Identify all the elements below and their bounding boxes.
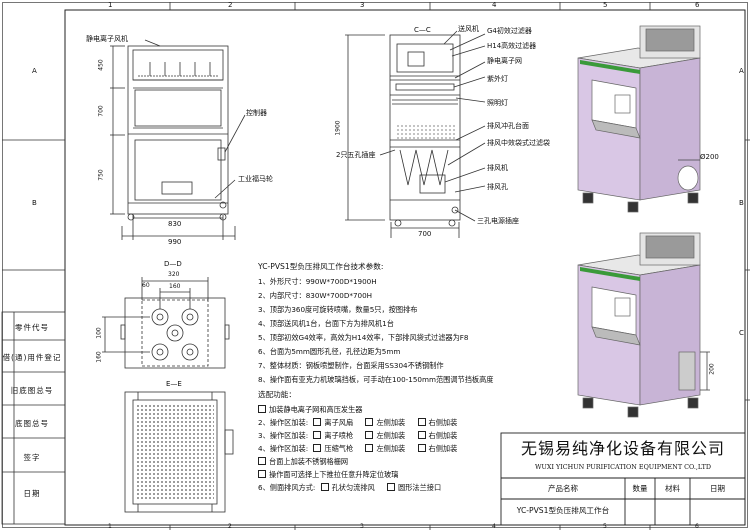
dim-700-side: 700 bbox=[418, 230, 432, 238]
grid-col-bottom-1: 1 bbox=[108, 523, 112, 530]
section-c-c: C—C bbox=[414, 26, 431, 34]
checkbox-icon[interactable] bbox=[320, 483, 329, 491]
header-date: 日期 bbox=[710, 484, 725, 493]
dim-diameter-200: Ø200 bbox=[700, 153, 719, 161]
checkbox-icon[interactable] bbox=[417, 418, 426, 426]
dim-60: 60 bbox=[142, 282, 150, 289]
options-title: 选配功能： bbox=[258, 390, 296, 399]
label-casters: 工业福马轮 bbox=[238, 175, 273, 183]
sidebar-date: 日期 bbox=[23, 489, 41, 498]
dim-750: 750 bbox=[97, 169, 105, 181]
grid-row-c: C bbox=[739, 329, 744, 337]
label-power-socket: 三孔电源插座 bbox=[477, 217, 519, 225]
grid-col-1: 1 bbox=[108, 1, 113, 9]
label-ion-mesh: 静电离子网 bbox=[487, 57, 522, 65]
section-e-e: E—E bbox=[166, 380, 182, 388]
checkbox-icon[interactable] bbox=[313, 444, 322, 452]
dim-1900: 1900 bbox=[334, 120, 342, 136]
dim-200-flange: 200 bbox=[708, 363, 716, 375]
grid-col-bottom-5: 5 bbox=[603, 523, 607, 530]
label-exhaust-fan: 排风机 bbox=[487, 164, 508, 172]
checkbox-icon[interactable] bbox=[258, 405, 266, 413]
label-supply-fan: 送风机 bbox=[458, 25, 479, 33]
grid-col-3: 3 bbox=[360, 1, 365, 9]
dim-830: 830 bbox=[168, 220, 182, 228]
spec-line-2: 2、内部尺寸：830W*700D*700H bbox=[258, 291, 373, 300]
grid-col-bottom-6: 6 bbox=[695, 523, 699, 530]
option-row-7: 6、侧面排风方式: 孔状匀流排风 圆形法兰接口 bbox=[258, 483, 442, 492]
option-row-3: 3、操作区加装: 离子喷枪 左侧加装 右侧加装 bbox=[258, 431, 458, 440]
grid-col-5: 5 bbox=[603, 1, 608, 9]
grid-col-bottom-3: 3 bbox=[360, 523, 364, 530]
checkbox-icon[interactable] bbox=[313, 418, 322, 426]
label-electrostatic-fan: 静电离子风机 bbox=[86, 35, 128, 43]
grid-col-bottom-4: 4 bbox=[492, 523, 496, 530]
label-g4-filter: G4初效过滤器 bbox=[487, 27, 532, 35]
label-uv-lamp: 紫外灯 bbox=[487, 75, 508, 83]
checkbox-icon[interactable] bbox=[365, 444, 374, 452]
company-name-en: WUXI YICHUN PURIFICATION EQUIPMENT CO.,L… bbox=[534, 463, 712, 471]
option-row-1: 加装静电离子网和高压发生器 bbox=[258, 405, 362, 413]
label-sockets: 2只五孔插座 bbox=[336, 151, 376, 159]
checkbox-icon[interactable] bbox=[365, 431, 374, 439]
sidebar-part-code: 零件代号 bbox=[15, 323, 49, 332]
checkbox-icon[interactable] bbox=[258, 457, 266, 465]
checkbox-icon[interactable] bbox=[258, 470, 266, 478]
label-lighting: 照明灯 bbox=[487, 99, 508, 107]
checkbox-icon[interactable] bbox=[417, 431, 426, 439]
option-row-5: 台面上加装不锈钢格栅网 bbox=[258, 457, 348, 465]
checkbox-icon[interactable] bbox=[313, 431, 322, 439]
sidebar-drawing-no: 底图总号 bbox=[15, 419, 49, 428]
checkbox-icon[interactable] bbox=[387, 483, 396, 491]
dim-160-top: 160 bbox=[169, 283, 181, 290]
product-name: YC-PVS1型负压排风工作台 bbox=[516, 506, 610, 515]
grid-col-6: 6 bbox=[695, 1, 700, 9]
dim-450: 450 bbox=[97, 59, 105, 71]
spec-line-7: 7、整体材质：钢板喷塑制作，台面采用SS304不锈钢制作 bbox=[258, 361, 444, 370]
dim-990: 990 bbox=[168, 238, 182, 246]
spec-line-1: 1、外形尺寸：990W*700D*1900H bbox=[258, 277, 377, 286]
grid-row-b-left: B bbox=[32, 199, 37, 207]
company-name-cn: 无锡易纯净化设备有限公司 bbox=[520, 439, 725, 458]
specs-title: YC-PVS1型负压排风工作台技术参数: bbox=[258, 262, 384, 271]
dim-320: 320 bbox=[168, 271, 180, 278]
header-material: 材料 bbox=[665, 484, 680, 493]
dim-160-side: 160 bbox=[95, 351, 103, 363]
label-controller: 控制器 bbox=[246, 109, 267, 117]
sidebar-signature: 签字 bbox=[23, 453, 41, 462]
grid-row-b: B bbox=[739, 199, 744, 207]
spec-line-6: 6、台面为5mm圆形孔径，孔径边距为5mm bbox=[258, 347, 401, 356]
grid-col-4: 4 bbox=[492, 1, 497, 9]
grid-col-2: 2 bbox=[228, 1, 233, 9]
dim-100: 100 bbox=[95, 327, 103, 339]
spec-line-5: 5、顶部初效G4效率，高效为H14效率，下部排风袋式过滤器为F8 bbox=[258, 333, 469, 342]
section-d-d: D—D bbox=[164, 260, 182, 268]
spec-line-4: 4、顶部送风机1台，台面下方为排风机1台 bbox=[258, 319, 394, 328]
label-perforated-top: 排风冲孔台面 bbox=[487, 122, 529, 130]
option-row-4: 4、操作区加装: 压缩气枪 左侧加装 右侧加装 bbox=[258, 444, 458, 453]
grid-col-bottom-2: 2 bbox=[228, 523, 232, 530]
spec-line-3: 3、顶部为360度可旋转喷嘴，数量5只，按图排布 bbox=[258, 305, 418, 314]
option-row-6: 操作面可选择上下推拉任意升降定位玻璃 bbox=[258, 470, 398, 478]
header-quantity: 数量 bbox=[632, 484, 648, 493]
checkbox-icon[interactable] bbox=[417, 444, 426, 452]
label-h14-filter: H14高效过滤器 bbox=[487, 42, 537, 50]
header-product-name: 产品名称 bbox=[548, 484, 578, 493]
grid-row-a: A bbox=[739, 67, 744, 75]
option-row-2: 2、操作区加装: 离子风扇 左侧加装 右侧加装 bbox=[258, 418, 458, 427]
grid-row-a-left: A bbox=[32, 67, 37, 75]
sidebar-borrow-register: 借(通)用件登记 bbox=[2, 353, 62, 362]
label-exhaust-hole: 排风孔 bbox=[487, 183, 508, 191]
sidebar-old-drawing-no: 旧底图总号 bbox=[10, 386, 54, 395]
label-bag-filter: 排风中效袋式过滤袋 bbox=[487, 139, 550, 147]
checkbox-icon[interactable] bbox=[365, 418, 374, 426]
spec-line-8: 8、操作面有亚克力机玻璃挡板，可手动在100-150mm范围调节挡板高度 bbox=[258, 375, 494, 384]
dim-700-front: 700 bbox=[97, 105, 105, 117]
